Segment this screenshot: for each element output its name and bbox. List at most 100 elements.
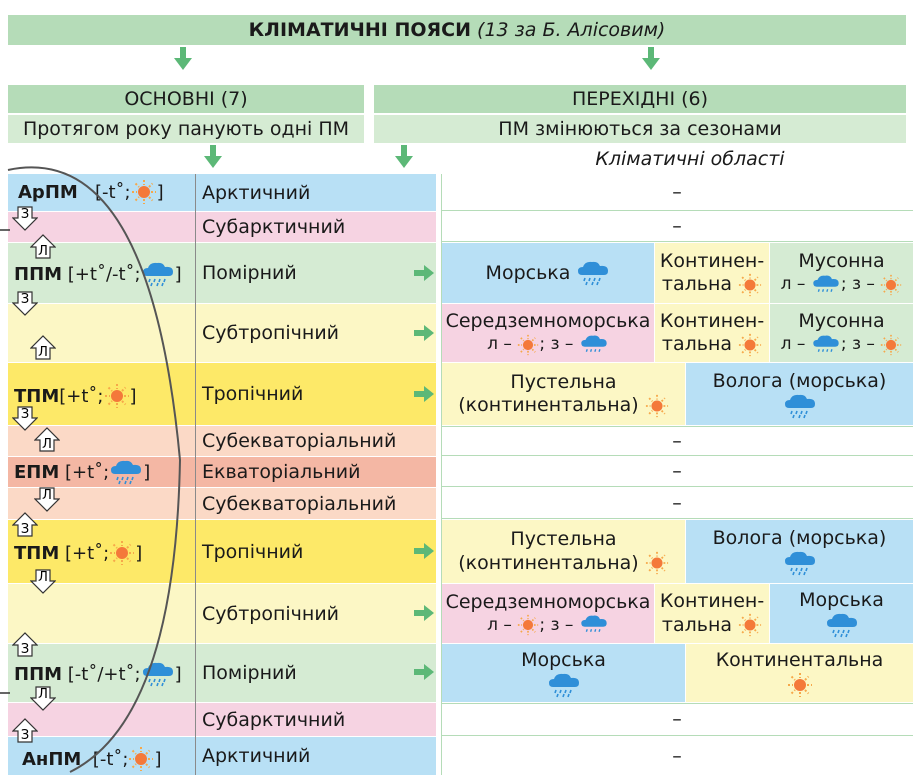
svg-text:Л: Л [42,437,52,452]
zone-row-subarctic-south [8,703,436,736]
transitional-belts-desc: ПМ змінюються за сезонами [374,115,906,143]
rain-cloud-icon [813,335,839,352]
region-empty: – [441,174,913,211]
zone-name: Помірний [202,662,297,684]
right-arrow-icon [414,543,434,559]
zone-row-temperate-south [8,644,436,702]
svg-text:Л: Л [38,570,48,585]
region-desert: Пустельна (континентальна) [442,520,685,583]
region-monsoon: Мусонна л – ; з – [770,243,913,303]
winter-shift-arrow-icon: З [12,512,38,537]
air-mass-props: [+t˚; [65,461,110,483]
zone-row-arctic-south [8,737,436,775]
svg-text:Л: Л [38,687,48,702]
region-desert: Пустельна (континентальна) [442,363,685,425]
sun-icon [104,384,129,408]
region-marine: Морська [442,243,654,303]
air-mass-end: ] [174,663,182,685]
title-bold: КЛІМАТИЧНІ ПОЯСИ [248,18,471,41]
summer-shift-arrow-icon: Л [30,234,56,259]
winter-shift-arrow-icon: З [12,718,38,743]
region-mediterranean: Середземноморська л – ; з – [442,584,654,643]
region-marine: Морська [770,584,913,643]
air-mass-end: ] [135,542,143,564]
region-continental: Континентальна [686,644,913,702]
air-mass-code: ТПМ [14,385,60,407]
region-empty: – [441,703,913,736]
zone-row-equator [8,457,436,487]
right-arrow-icon [414,664,434,680]
right-arrow-icon [414,386,434,402]
svg-text:Л: Л [38,345,48,360]
svg-text:Л: Л [42,488,52,503]
rain-cloud-icon [578,261,609,286]
rain-cloud-icon [111,460,142,485]
rain-cloud-icon [826,613,857,638]
air-mass-code: ЕПМ [14,461,60,483]
rain-cloud-icon [813,275,839,292]
zone-row-subequator-north [8,426,436,456]
air-mass-label: ЕПМ [+t˚; ] [14,459,150,485]
zone-name: Субарктичний [202,708,346,731]
right-arrow-icon [414,325,434,341]
down-arrow-icon [642,47,660,70]
region-monsoon: Мусонна л – ; з – [770,304,913,362]
rain-cloud-icon [548,673,579,697]
winter-shift-arrow-icon: З [12,291,38,316]
zone-name: Тропічний [202,383,304,405]
rain-cloud-icon [581,615,607,632]
air-mass-label: ТПМ [+t˚; ] [14,540,142,566]
air-mass-props: [+t˚; [65,542,110,564]
svg-text:Л: Л [38,244,48,259]
summer-shift-arrow-icon: Л [34,487,60,512]
region-mediterranean: Середземноморська л – ; з – [442,304,654,362]
region-empty: – [441,488,913,519]
rain-cloud-icon [784,394,815,418]
summer-shift-arrow-icon: Л [30,569,56,594]
sun-icon [110,541,135,565]
zone-row-subequator-south [8,488,436,519]
rain-cloud-icon [142,262,173,287]
air-mass-end: ] [154,748,162,770]
region-continental: Континен- тальна [655,304,769,362]
region-humid: Волога (морська) [686,363,913,425]
sun-icon [739,613,762,637]
regions-frame [441,174,913,775]
zone-name: Субарктичний [202,216,346,238]
air-mass-end: ] [143,461,151,483]
rain-cloud-icon [581,335,607,352]
zone-row-tropic-north [8,363,436,425]
sun-icon [787,672,812,697]
zone-row-subarctic-north [8,212,436,242]
sun-icon [739,333,762,356]
zone-name: Арктичний [202,745,311,767]
svg-text:З: З [21,522,29,537]
sun-icon [131,180,156,204]
svg-text:З: З [21,642,29,657]
title-note: (13 за Б. Алісовим) [477,18,666,41]
regions-title: Кліматичні області [595,147,785,170]
down-arrow-icon [174,47,192,70]
region-empty: – [672,744,682,767]
sun-icon [645,394,668,417]
zone-row-tropic-south [8,520,436,583]
air-mass-label: ТПМ[+t˚; ] [14,383,137,409]
main-belts-desc: Протягом року панують одні ПМ [8,115,364,143]
transitional-belts-label: ПЕРЕХІДНІ (6) [374,85,906,113]
summer-shift-arrow-icon: Л [30,686,56,711]
region-continental: Континен- тальна [655,584,769,643]
zone-row-subtropic-south [8,584,436,643]
zone-name: Арктичний [202,181,311,204]
air-mass-end: ] [129,385,137,407]
air-mass-code: АрПМ [18,181,78,203]
summer-shift-arrow-icon: Л [34,427,60,452]
column-divider [195,174,196,775]
air-mass-label: АнПМ [-t˚; ] [22,746,161,772]
zone-row-subtropic-north [8,304,436,362]
air-mass-props: [-t˚; [92,748,129,770]
air-mass-code: ППМ [14,263,63,285]
earth-outline [0,166,182,773]
rain-cloud-icon [784,551,815,576]
sun-icon [129,747,154,771]
winter-shift-arrow-icon: З [12,206,38,231]
